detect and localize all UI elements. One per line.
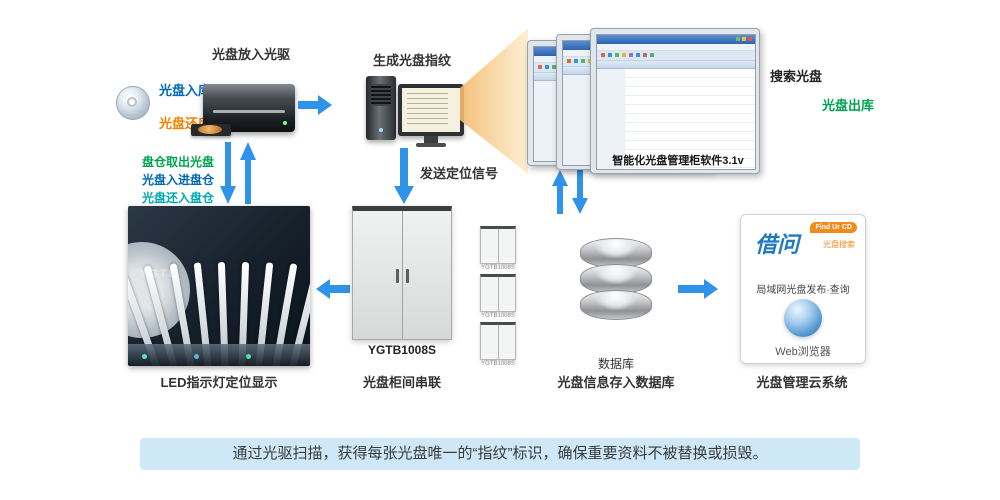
- arrow-up-icon: [552, 170, 568, 214]
- toolbar-icons: [601, 53, 605, 57]
- drive-led: [283, 121, 287, 125]
- cloud-brand-logo: 借问: [755, 232, 800, 257]
- globe-icon: [784, 299, 822, 337]
- pc-monitor-stand: [424, 136, 438, 143]
- window-menubar: [597, 44, 755, 51]
- drive-tray: [191, 124, 231, 136]
- mini-cabinet-model: YGTB1008S: [481, 313, 515, 319]
- cabinet-caption: 光盘柜间串联: [362, 375, 441, 390]
- table-body: [597, 69, 755, 169]
- search-disc-label: 搜索光盘: [769, 69, 822, 84]
- pc-monitor: [398, 84, 464, 136]
- cd-hole: [127, 97, 137, 107]
- database-icon: [580, 264, 652, 294]
- mini-cabinet-split: [498, 325, 499, 359]
- toolbar-icons: [538, 65, 542, 69]
- window-titlebar: [597, 35, 755, 44]
- disc-cabinet: [352, 206, 452, 340]
- magazine-return-label: 光盘还入盘仓: [141, 191, 214, 205]
- cabinet-handle: [406, 269, 409, 283]
- mini-cabinet-split: [498, 229, 499, 263]
- mini-cabinet: [480, 274, 516, 312]
- magazine-out-label: 盘仓取出光盘: [141, 155, 214, 169]
- find-ur-cd-badge: Find Ur CD: [810, 222, 857, 233]
- tray-disc-icon: [198, 125, 222, 134]
- cloud-description: 局域网光盘发布·查询: [756, 285, 850, 296]
- pc-screen: [402, 88, 460, 132]
- arrow-right-icon: [298, 95, 332, 115]
- web-browser-label: Web浏览器: [775, 346, 831, 358]
- tower-power-button: [379, 128, 383, 132]
- mini-cabinet: [480, 322, 516, 360]
- arrow-up-icon: [240, 142, 256, 204]
- cabinet-door-split: [402, 211, 403, 339]
- send-signal-label: 发送定位信号: [420, 166, 499, 181]
- tower-grill: [371, 84, 391, 106]
- led-locator-photo: YGTB: [128, 206, 310, 366]
- mini-cabinet-model: YGTB1008S: [481, 265, 515, 271]
- pc-tower: [366, 76, 396, 140]
- drive-slot: [213, 110, 285, 113]
- table-header: [597, 61, 755, 69]
- pc-monitor-base: [416, 143, 446, 147]
- cabinet-handle: [396, 269, 399, 283]
- mini-cabinet-split: [498, 277, 499, 311]
- led-caption: LED指示灯定位显示: [160, 375, 278, 390]
- cloud-brand-subtitle: 光盘搜索: [823, 240, 855, 249]
- arrow-left-icon: [316, 279, 350, 299]
- software-monitor-front: [590, 28, 760, 174]
- arrow-right-icon: [678, 279, 718, 299]
- database-icon: [580, 238, 652, 268]
- mini-cabinet: [480, 226, 516, 264]
- drive-title: 光盘放入光驱: [211, 47, 290, 62]
- arrow-down-icon: [572, 170, 588, 214]
- fingerprint-title: 生成光盘指纹: [372, 53, 451, 68]
- magazine-base: [128, 344, 310, 366]
- cabinet-model: YGTB1008S: [367, 343, 437, 357]
- projection-beam: [460, 28, 528, 174]
- magazine-in-label: 光盘入进盘仓: [141, 173, 214, 187]
- disc-out-label: 光盘出库: [821, 98, 874, 113]
- window-toolbar: [597, 51, 755, 61]
- database-icon: [580, 290, 652, 320]
- software-name: 智能化光盘管理柜软件3.1v: [612, 155, 744, 167]
- toolbar-icons: [567, 59, 571, 63]
- cloud-caption: 光盘管理云系统: [756, 375, 848, 390]
- cloud-system-card: 借问 Find Ur CD 光盘搜索 局域网光盘发布·查询 Web浏览器: [740, 214, 866, 364]
- arrow-down-icon: [220, 142, 236, 204]
- photo-watermark: YGTB: [140, 268, 179, 280]
- database-caption: 光盘信息存入数据库: [557, 375, 675, 390]
- summary-banner: 通过光驱扫描，获得每张光盘唯一的“指纹”标识，确保重要资料不被替换或损毁。: [140, 438, 860, 470]
- arrow-down-icon: [394, 148, 414, 204]
- database-label: 数据库: [597, 357, 634, 371]
- software-screen: [596, 34, 756, 170]
- mini-cabinet-model: YGTB1008S: [481, 361, 515, 367]
- cd-icon: [116, 86, 150, 120]
- disc-in-label: 光盘入库: [158, 83, 211, 98]
- led-indicator-icon: [142, 354, 147, 359]
